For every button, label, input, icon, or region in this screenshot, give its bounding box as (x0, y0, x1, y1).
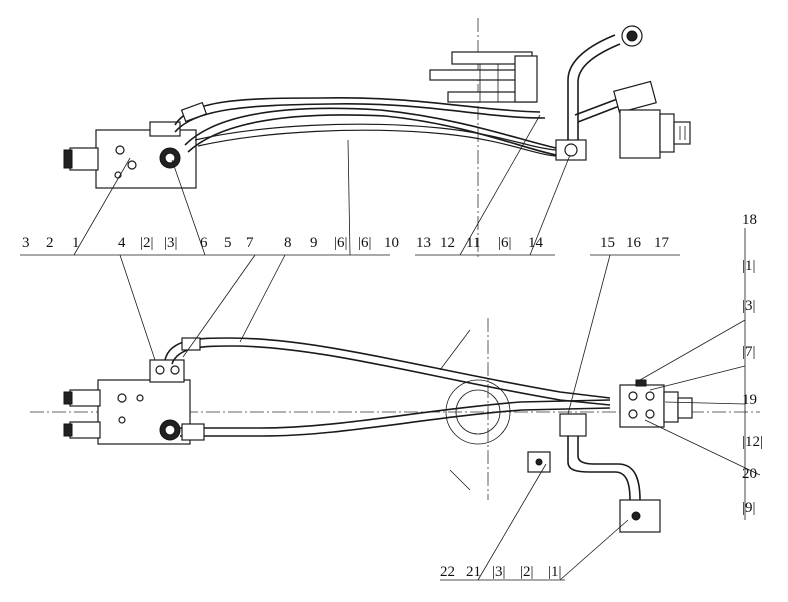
callout-9: 9 (310, 235, 318, 251)
callout-19: 19 (742, 392, 757, 408)
callout-3: 3 (22, 235, 30, 251)
callout-10: 10 (384, 235, 399, 251)
callout-2: 2 (46, 235, 54, 251)
front-leaders (119, 228, 761, 581)
hoses-top (174, 97, 557, 157)
pipe-elbow-top (555, 25, 643, 161)
callout-labels: 3 2 1 4 |2| |3| 6 5 7 8 9 |6| |6| 10 13 … (22, 212, 763, 580)
callout-ref-1-bottom: |1| (548, 564, 562, 580)
callout-4: 4 (118, 235, 126, 251)
callout-13: 13 (416, 235, 431, 251)
callout-18: 18 (742, 212, 757, 228)
callout-ref-1-right: |1| (742, 258, 756, 274)
callout-17: 17 (654, 235, 670, 251)
callout-ref-3-bottom: |3| (492, 564, 506, 580)
callout-ref-6b: |6| (358, 235, 372, 251)
callout-1: 1 (72, 235, 80, 251)
callout-14: 14 (528, 235, 544, 251)
callout-ref-7-right: |7| (742, 344, 756, 360)
callout-ref-9-right: |9| (742, 500, 756, 516)
valve-block-top (63, 121, 197, 189)
callout-16: 16 (626, 235, 642, 251)
pump-top (574, 80, 691, 159)
callout-7: 7 (246, 235, 254, 251)
callout-15: 15 (600, 235, 615, 251)
front-view (30, 228, 761, 581)
valve-block-front (63, 359, 191, 445)
drop-pipe-front (527, 413, 661, 533)
callout-12: 12 (440, 235, 455, 251)
callout-ref-3-right: |3| (742, 298, 756, 314)
callout-ref-12-right: |12| (742, 434, 763, 450)
callout-ref-2: |2| (140, 235, 154, 251)
top-view (20, 18, 691, 260)
callout-ref-3: |3| (164, 235, 178, 251)
callout-ref-6a: |6| (334, 235, 348, 251)
callout-21: 21 (466, 564, 481, 580)
callout-ref-2-bottom: |2| (520, 564, 534, 580)
pump-front (619, 379, 693, 428)
callout-ref-6c: |6| (498, 235, 512, 251)
callout-8: 8 (284, 235, 292, 251)
callout-11: 11 (466, 235, 480, 251)
callout-6: 6 (200, 235, 208, 251)
callout-22: 22 (440, 564, 455, 580)
frame-bracket (429, 51, 538, 103)
hoses-front (164, 337, 611, 441)
callout-20: 20 (742, 466, 757, 482)
callout-5: 5 (224, 235, 232, 251)
top-leaders (20, 114, 680, 256)
